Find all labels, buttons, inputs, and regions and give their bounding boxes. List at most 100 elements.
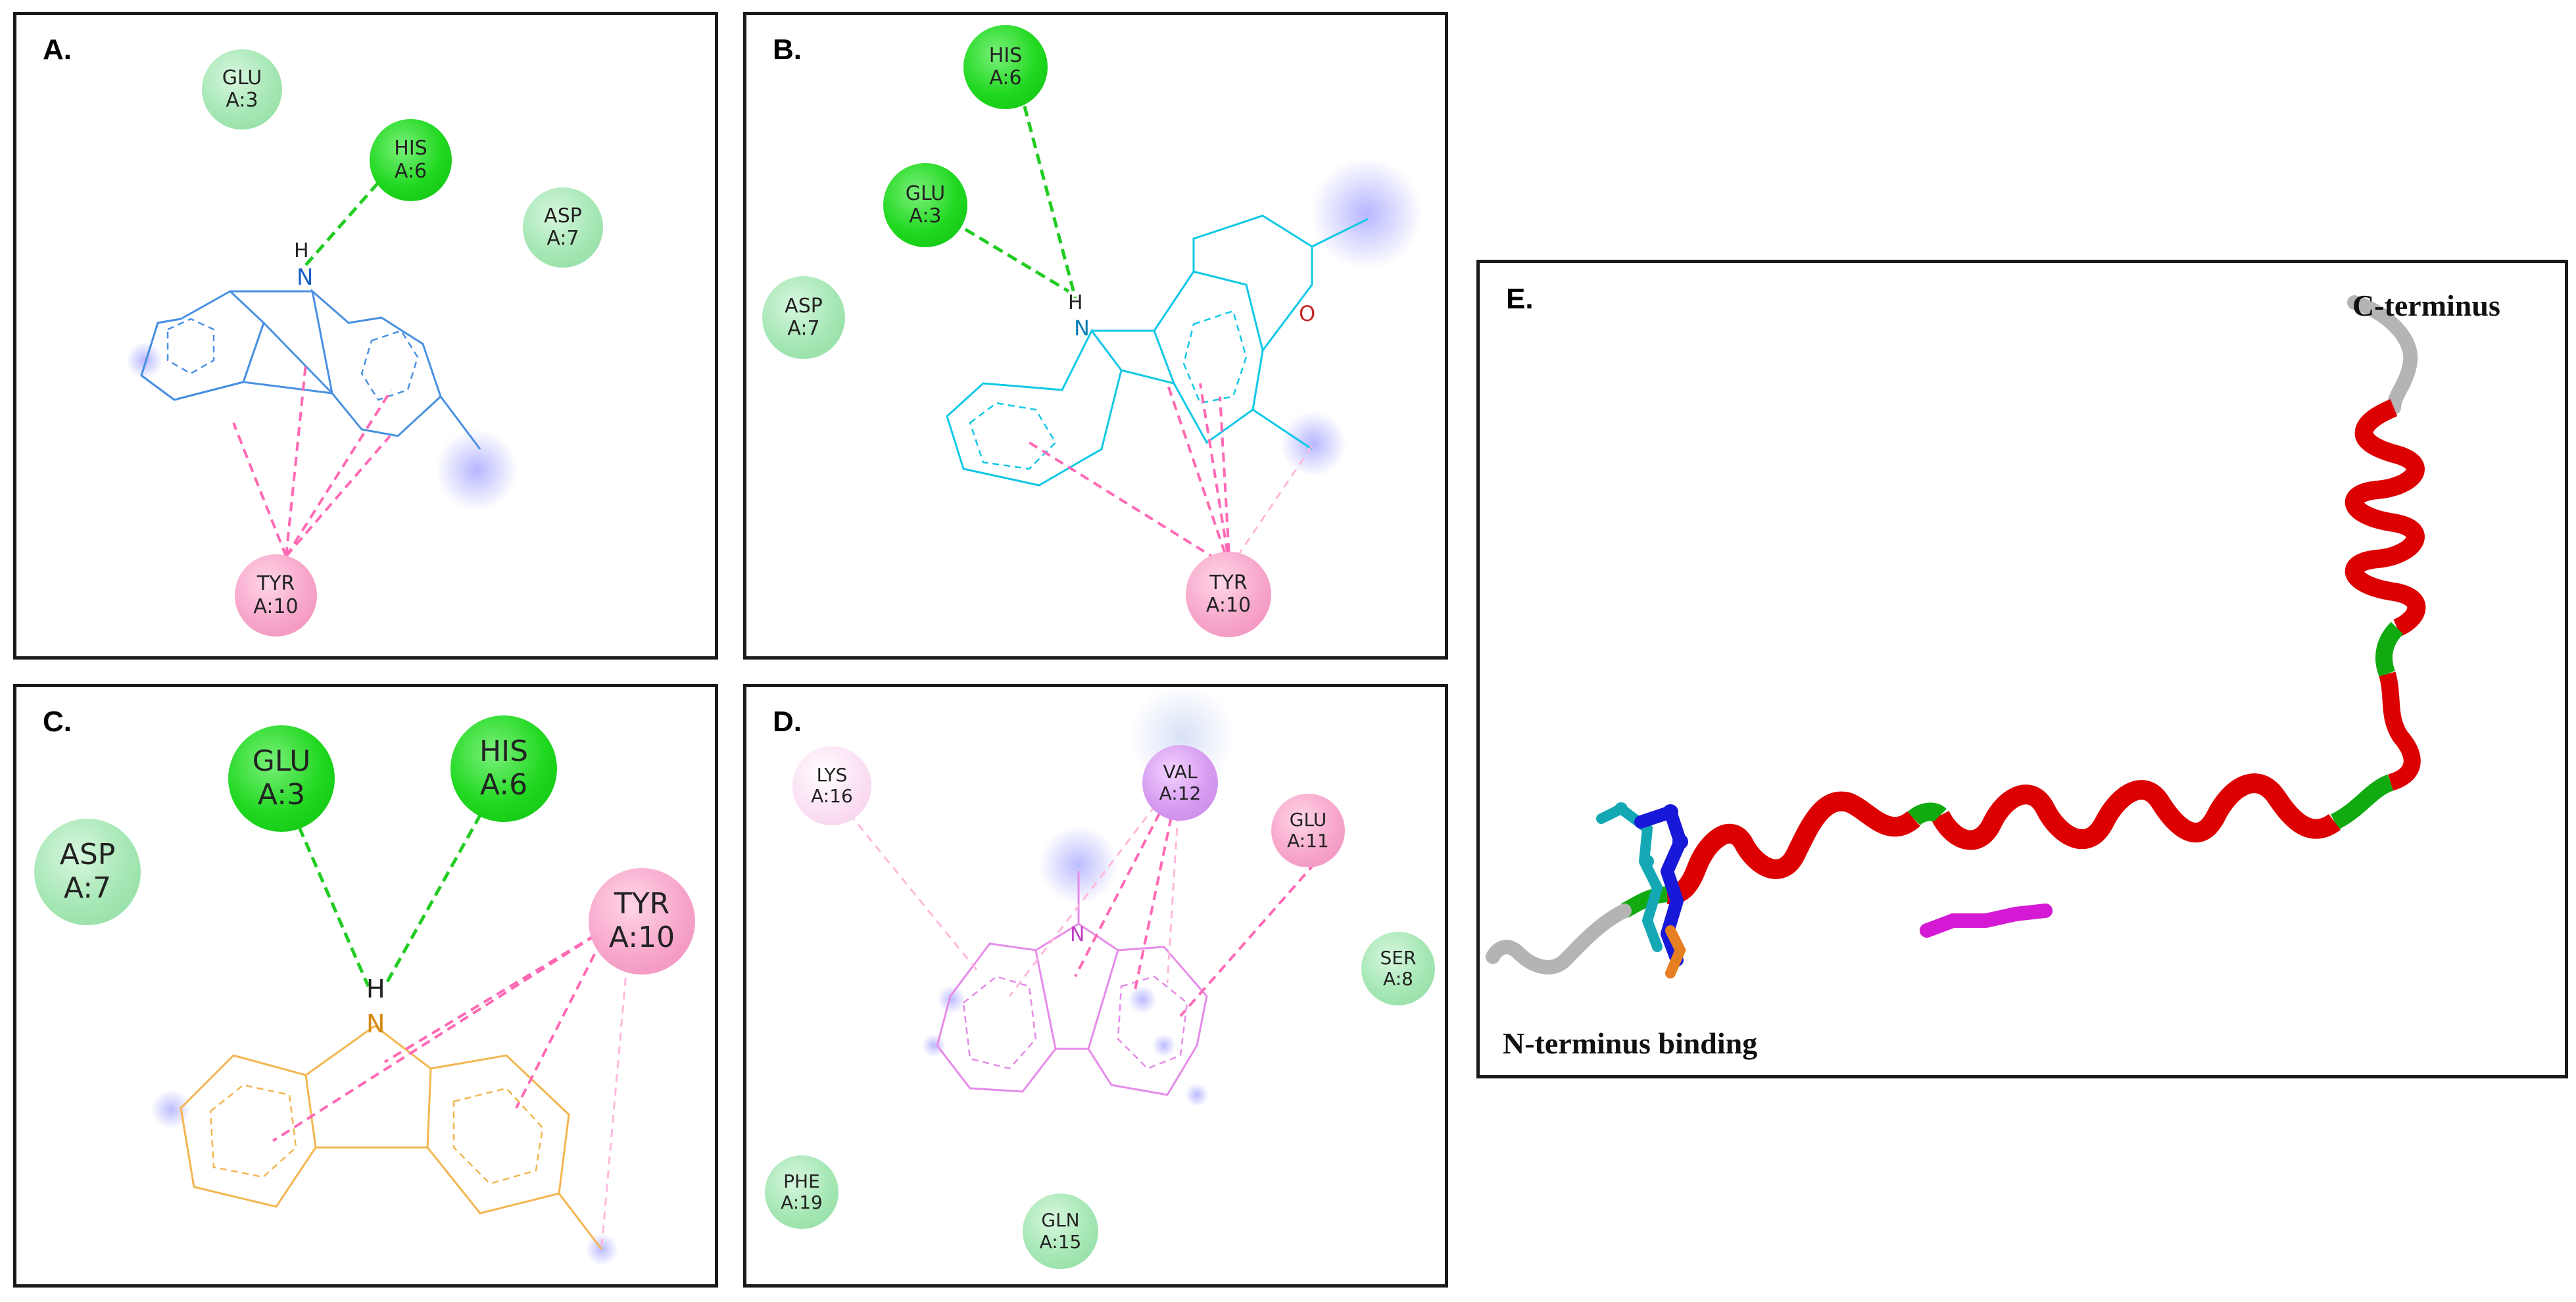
residue-id: A:11 [1287, 830, 1329, 852]
pi-alkyl-lines [831, 772, 1182, 997]
residue-name: LYS [816, 763, 848, 786]
residue-name: TYR [1209, 571, 1248, 594]
residue-tyr-10: TYR A:10 [1186, 552, 1271, 637]
residue-id: A:3 [226, 89, 258, 112]
c-terminus-label: C-terminus [2352, 289, 2500, 322]
panel-d: N D. LYS A:16 VAL A:12 GLU A:11 SER A:8 … [743, 684, 1448, 1288]
panel-d-diagram: N [831, 687, 1326, 1107]
aromatic-ring-dashes [969, 310, 1248, 470]
residue-id: A:10 [253, 594, 299, 618]
c-terminus-coil [2347, 295, 2418, 415]
residue-his-6: HIS A:6 [370, 119, 452, 201]
panel-c-diagram: N H [151, 784, 629, 1266]
n-terminus-label: N-terminus binding [1503, 1026, 1758, 1060]
residue-id: A:12 [1159, 782, 1202, 804]
nitrogen-atom: N [297, 264, 313, 291]
solvent-halo [436, 429, 518, 511]
residue-name: GLU [222, 66, 262, 89]
residue-glu-3: GLU A:3 [228, 725, 335, 832]
hydrogen-atom: H [294, 239, 309, 262]
residue-id: A:8 [1383, 968, 1413, 990]
residue-tyr-10: TYR A:10 [235, 554, 317, 637]
residue-id: A:10 [1205, 594, 1252, 617]
solvent-halo [1152, 1034, 1176, 1057]
oxygen-atom: O [1299, 301, 1315, 326]
ligand-structure [946, 214, 1369, 487]
nitrogen-atom: N [1070, 923, 1084, 946]
ligand-structure [140, 289, 481, 450]
residue-glu-11: GLU A:11 [1271, 794, 1345, 867]
solvent-halo [1128, 985, 1157, 1014]
protein-ribbon-structure [1486, 295, 2426, 978]
solvent-halo [1280, 411, 1346, 477]
residue-name: VAL [1163, 761, 1198, 783]
residue-val-12: VAL A:12 [1142, 745, 1218, 821]
panel-d-label: D. [773, 706, 802, 738]
residue-ser-8: SER A:8 [1361, 932, 1435, 1005]
residue-name: GLU [905, 181, 946, 205]
residue-name: SER [1380, 946, 1417, 969]
ligand-structure [936, 871, 1208, 1096]
solvent-halo [151, 1090, 191, 1129]
residue-name: TYR [614, 887, 670, 921]
residue-tyr-10: TYR A:10 [589, 868, 695, 975]
residue-name: ASP [59, 838, 116, 872]
upper-helix [2345, 399, 2426, 791]
residue-glu-3: GLU A:3 [202, 49, 282, 130]
solvent-halo [1311, 158, 1422, 270]
aromatic-ring-dashes [166, 318, 419, 401]
pi-interaction-lines [1028, 383, 1231, 569]
residue-name: ASP [544, 204, 582, 228]
residue-id: A:19 [781, 1192, 823, 1213]
panel-a: N H A. GLU A:3 HIS A:6 ASP A:7 TYR A:10 [13, 12, 718, 660]
hydrogen-atom: H [1068, 291, 1083, 314]
residue-name: HIS [988, 43, 1023, 67]
lower-helix [1620, 773, 2341, 918]
residue-id: A:16 [811, 785, 853, 807]
solvent-halo [126, 342, 163, 379]
helix-turn [2330, 774, 2394, 830]
solvent-halo [1039, 825, 1118, 904]
panel-b-diagram: N H O [936, 74, 1422, 569]
residue-his-6: HIS A:6 [450, 715, 557, 822]
panel-e: E. C-terminus N-terminus binding [1476, 260, 2568, 1078]
residue-name: PHE [783, 1170, 820, 1192]
residue-id: A:10 [608, 921, 675, 954]
hydrogen-bond-line [291, 811, 370, 987]
residue-asp-7: ASP A:7 [762, 276, 845, 359]
ligand-cluster [1596, 802, 1688, 978]
nitrogen-atom: N [1074, 316, 1090, 341]
magenta-ligand [1920, 904, 2053, 938]
hydrogen-bond-line [304, 181, 379, 266]
pi-alkyl-line [600, 950, 629, 1247]
aromatic-ring-dashes [962, 975, 1188, 1070]
residue-his-6: HIS A:6 [963, 25, 1048, 109]
residue-name: GLU [252, 744, 311, 779]
residue-name: HIS [479, 735, 528, 769]
residue-lys-16: LYS A:16 [792, 746, 871, 825]
residue-name: GLU [1289, 808, 1327, 831]
residue-name: ASP [785, 294, 823, 318]
pi-interaction-lines [272, 926, 610, 1142]
residue-asp-7: ASP A:7 [523, 187, 603, 268]
panel-c: N H C. GLU A:3 HIS A:6 ASP A:7 TYR A:10 [13, 684, 718, 1288]
solvent-halo [1185, 1083, 1209, 1107]
n-terminus-coil [1486, 904, 1632, 975]
panel-a-diagram: N H [126, 181, 518, 558]
ligand-structure [180, 1025, 603, 1250]
panel-a-label: A. [43, 34, 72, 66]
residue-id: A:3 [257, 778, 306, 811]
residue-gln-15: GLN A:15 [1023, 1194, 1098, 1269]
residue-asp-7: ASP A:7 [34, 819, 141, 925]
residue-id: A:6 [989, 66, 1022, 89]
hydrogen-bond-line [1014, 74, 1077, 299]
pi-alkyl-line [1228, 443, 1315, 568]
panel-e-label: E. [1506, 283, 1534, 315]
hydrogen-bond-line [383, 784, 498, 988]
residue-glu-3: GLU A:3 [883, 163, 967, 247]
pi-interaction-lines [232, 363, 393, 558]
residue-id: A:6 [479, 768, 528, 802]
residue-phe-19: PHE A:19 [765, 1155, 838, 1229]
residue-id: A:6 [394, 159, 427, 183]
residue-id: A:15 [1039, 1230, 1082, 1253]
